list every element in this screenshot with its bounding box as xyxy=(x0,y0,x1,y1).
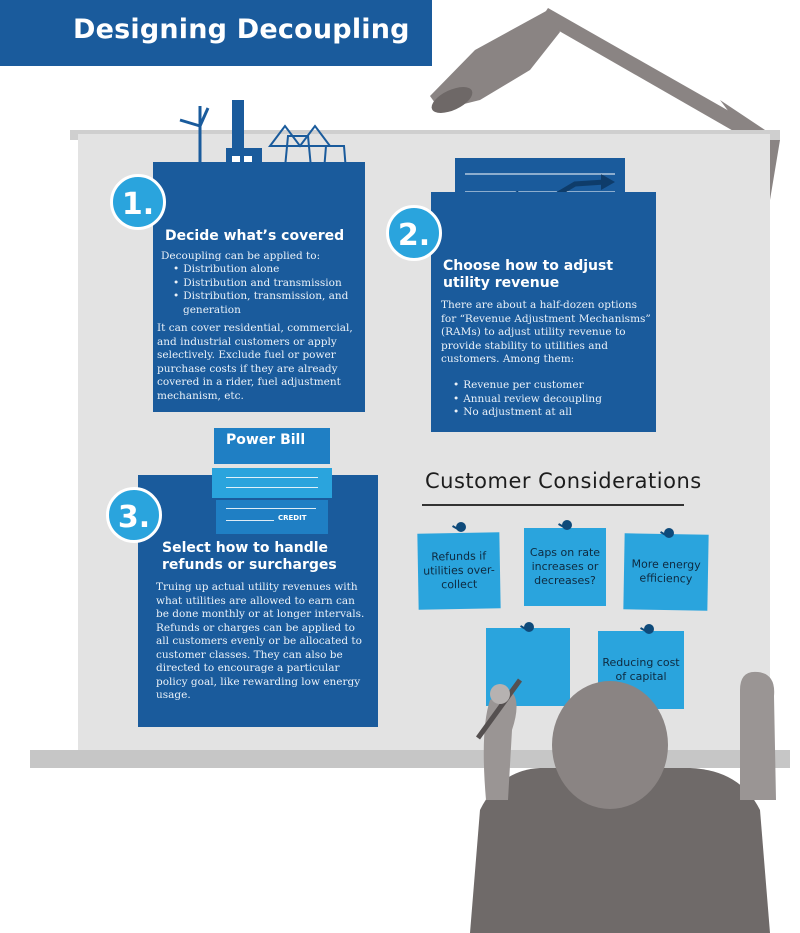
push-pin-icon xyxy=(664,528,674,538)
step-1-heading: Decide what’s covered xyxy=(165,228,345,244)
customer-considerations-title: Customer Considerations xyxy=(425,469,702,493)
list-item: Distribution alone xyxy=(173,263,363,277)
step-1-number-badge: 1. xyxy=(110,174,166,230)
title-banner: Designing Decoupling xyxy=(0,0,432,66)
step-1-list: Distribution alone Distribution and tran… xyxy=(173,263,363,317)
credit-label: CREDIT xyxy=(278,514,307,522)
power-bill-illustration: Power Bill CREDIT xyxy=(212,428,332,534)
power-bill-footer: CREDIT xyxy=(216,500,328,534)
list-item: Annual review decoupling xyxy=(453,393,653,407)
step-1-intro: Decoupling can be applied to: xyxy=(161,250,321,262)
step-3-body: Truing up actual utility revenues with w… xyxy=(156,581,365,701)
step-1-body: It can cover residential, commercial, an… xyxy=(157,322,353,402)
step-3-heading: Select how to handle refunds or surcharg… xyxy=(162,540,337,573)
sticky-note: Refunds if utilities over-collect xyxy=(417,532,501,610)
step-3-number-badge: 3. xyxy=(106,487,162,543)
power-bill-header: Power Bill xyxy=(214,428,330,464)
list-item: Distribution and transmission xyxy=(173,277,363,291)
power-bill-fold xyxy=(212,468,332,498)
push-pin-icon xyxy=(562,520,572,530)
step-2-panel: Choose how to adjust utility revenue The… xyxy=(431,192,656,432)
step-2-body: There are about a half-dozen options for… xyxy=(441,299,651,365)
page-title: Designing Decoupling xyxy=(73,14,410,45)
list-item: Revenue per customer xyxy=(453,379,653,393)
step-2-heading: Choose how to adjust utility revenue xyxy=(443,258,614,291)
push-pin-icon xyxy=(644,624,654,634)
title-underline xyxy=(422,504,684,506)
step-1-panel: Decide what’s covered Decoupling can be … xyxy=(153,162,365,412)
step-2-number-badge: 2. xyxy=(386,205,442,261)
power-bill-title: Power Bill xyxy=(226,432,306,448)
list-item: No adjustment at all xyxy=(453,406,653,420)
list-item: Distribution, transmission, and generati… xyxy=(173,290,363,317)
push-pin-icon xyxy=(456,522,466,532)
step-2-list: Revenue per customer Annual review decou… xyxy=(453,379,653,420)
person-illustration xyxy=(470,671,776,933)
sticky-note: Caps on rate increases or decreases? xyxy=(524,528,606,606)
sticky-note: More energy efficiency xyxy=(623,533,709,611)
push-pin-icon xyxy=(524,622,534,632)
